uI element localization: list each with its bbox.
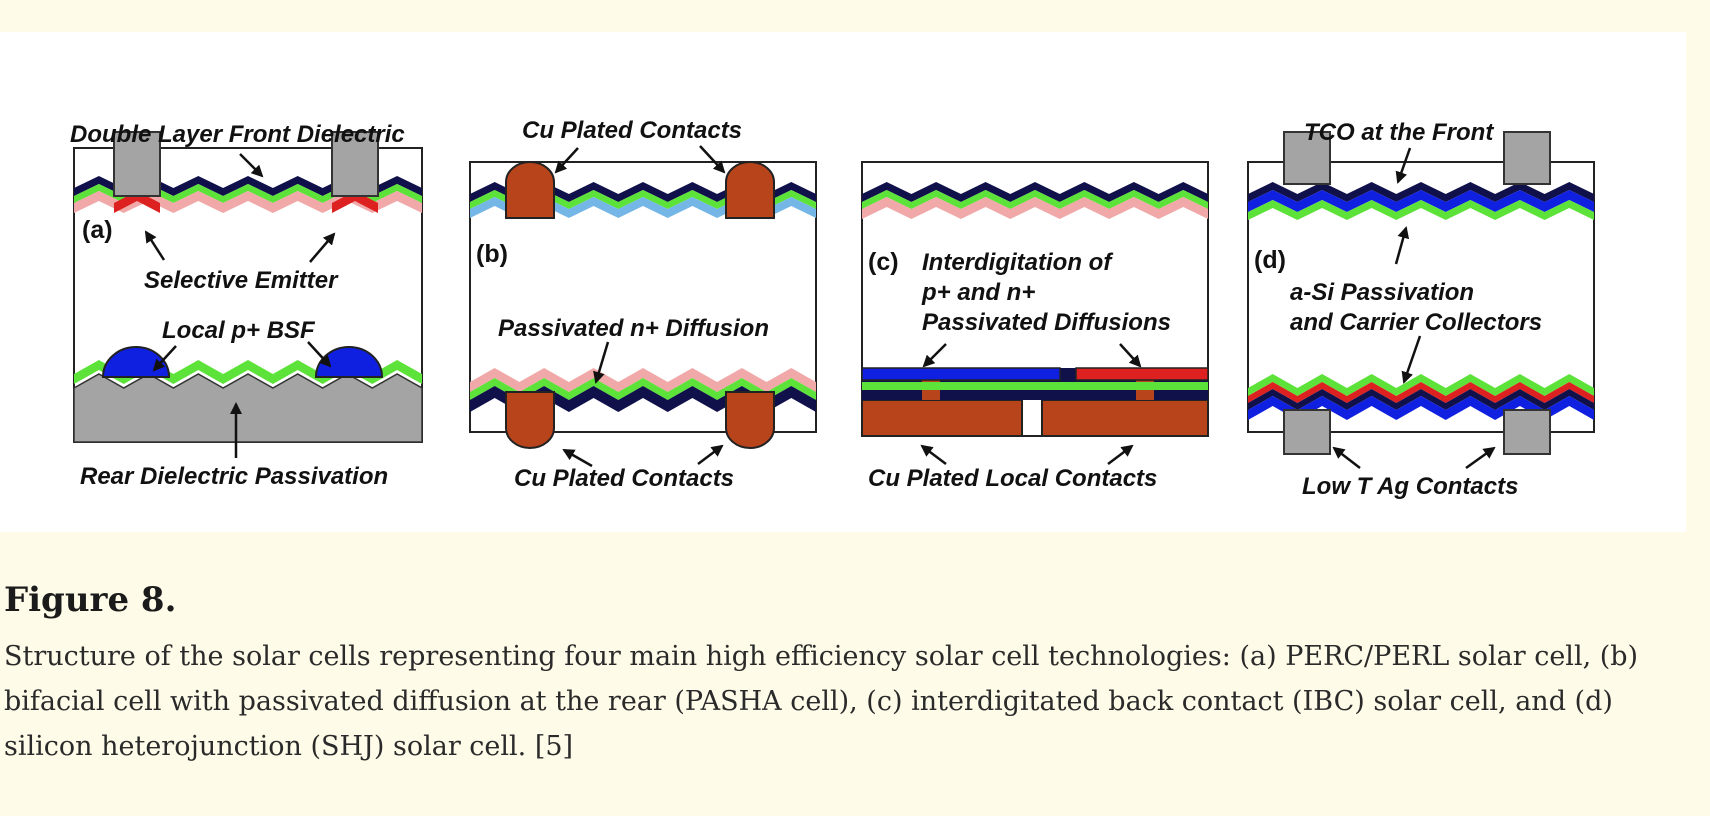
arrow-selective-emitter-right <box>309 232 336 263</box>
n-plus-diffusion <box>861 367 1061 381</box>
rear-pink-layer-b <box>470 368 816 392</box>
interdigitation-label-1: Interdigitation of <box>922 249 1113 276</box>
rear-passivation-label: Rear Dielectric Passivation <box>80 463 388 490</box>
cu-local-contact-right <box>1041 399 1209 437</box>
p-plus-diffusion <box>1075 367 1209 381</box>
front-dielectric-label: Double Layer Front Dielectric <box>70 121 405 148</box>
rear-navy-layer-d <box>1248 389 1594 410</box>
passivated-diffusion-label: Passivated n+ Diffusion <box>498 315 769 342</box>
panel-d-label: (d) <box>1254 246 1286 274</box>
rear-red-layer-d <box>1248 382 1594 403</box>
figure-title: Figure 8. <box>4 580 177 620</box>
front-layers-d <box>1248 182 1594 220</box>
local-bsf-left <box>101 346 171 378</box>
panel-b-label: (b) <box>476 240 508 268</box>
front-contact-a-left <box>113 131 161 197</box>
ag-contact-bottom-left <box>1283 409 1331 455</box>
cu-contact-top-left <box>505 161 555 219</box>
arrow-contact-right <box>1107 444 1134 465</box>
cu-contact-bottom-left <box>505 391 555 449</box>
arrow-ag-left <box>1332 446 1361 469</box>
arrow-contact-left <box>920 444 947 465</box>
arrow-p-diffusion <box>1119 343 1142 368</box>
arrow-tco <box>1395 147 1412 184</box>
arrow-front-dielectric <box>239 153 264 178</box>
arrow-asi-front <box>1394 226 1410 265</box>
arrow-bsf-right <box>307 341 332 368</box>
ag-contact-bottom-right <box>1503 409 1551 455</box>
cu-contact-bottom-right <box>725 391 775 449</box>
front-layers-c <box>862 182 1208 219</box>
arrow-cu-bottom-left <box>562 448 593 468</box>
rear-blue-layer-d <box>1248 396 1594 420</box>
cu-local-contact-left <box>861 399 1023 437</box>
selective-emitter-label: Selective Emitter <box>144 267 339 294</box>
front-green-layer-d <box>1248 200 1594 220</box>
rear-green-layer-b <box>470 378 816 400</box>
arrow-n-diffusion <box>922 343 947 368</box>
ag-contact-top-right <box>1503 131 1551 185</box>
solar-cell-diagram: (a) Double Layer Front Dielectric Select… <box>70 117 1595 500</box>
front-contact-a-right <box>331 131 379 197</box>
front-blue-layer-d <box>1248 190 1594 212</box>
asi-label-1: a-Si Passivation <box>1290 279 1474 306</box>
cu-local-contacts-label: Cu Plated Local Contacts <box>868 465 1157 492</box>
arrow-selective-emitter-left <box>144 230 166 261</box>
arrow-ag-right <box>1465 446 1496 470</box>
tco-front-label: TCO at the Front <box>1304 119 1494 146</box>
arrow-cu-top-left <box>554 147 579 174</box>
front-green-layer-a <box>74 184 422 203</box>
local-bsf-label: Local p+ BSF <box>162 317 316 344</box>
cu-contacts-top-label: Cu Plated Contacts <box>522 117 742 144</box>
panel-a: (a) Double Layer Front Dielectric Select… <box>70 121 423 490</box>
arrow-bsf-left <box>152 345 177 372</box>
cu-contact-top-right <box>725 161 775 219</box>
panel-c: (c) Interdigitation of p+ and n+ Passiva… <box>861 161 1209 492</box>
front-pink-layer-c <box>862 197 1208 219</box>
arrow-passivated-diffusion <box>593 341 610 384</box>
front-green-layer-c <box>862 190 1208 209</box>
arrow-cu-bottom-right <box>697 444 724 465</box>
rear-green-layer-d <box>1248 374 1594 396</box>
front-navy-layer-d <box>1248 182 1594 202</box>
rear-green-layer-c <box>862 382 1208 390</box>
rear-layers-d <box>1248 374 1594 420</box>
figure-image: (a) Double Layer Front Dielectric Select… <box>0 32 1686 532</box>
arrow-cu-top-right <box>699 145 726 174</box>
front-green-layer-b <box>470 190 816 209</box>
figure-caption: Structure of the solar cells representin… <box>4 641 1639 762</box>
interdigitation-label-3: Passivated Diffusions <box>922 309 1171 336</box>
cu-contacts-bottom-label: Cu Plated Contacts <box>514 465 734 492</box>
front-navy-layer-c <box>862 182 1208 202</box>
asi-label-2: and Carrier Collectors <box>1290 309 1542 336</box>
ag-contacts-label: Low T Ag Contacts <box>1302 473 1518 500</box>
panel-c-label: (c) <box>868 248 899 276</box>
panel-d: (d) TCO at the Front a-Si Passivation an… <box>1247 119 1595 500</box>
ag-contact-top-left <box>1283 131 1331 185</box>
panel-b: (b) Cu Plated Contacts Passivated n+ Dif… <box>469 117 817 492</box>
interdigitation-label-2: p+ and n+ <box>921 279 1035 306</box>
panel-a-label: (a) <box>82 216 113 244</box>
arrow-asi-rear <box>1401 335 1422 384</box>
